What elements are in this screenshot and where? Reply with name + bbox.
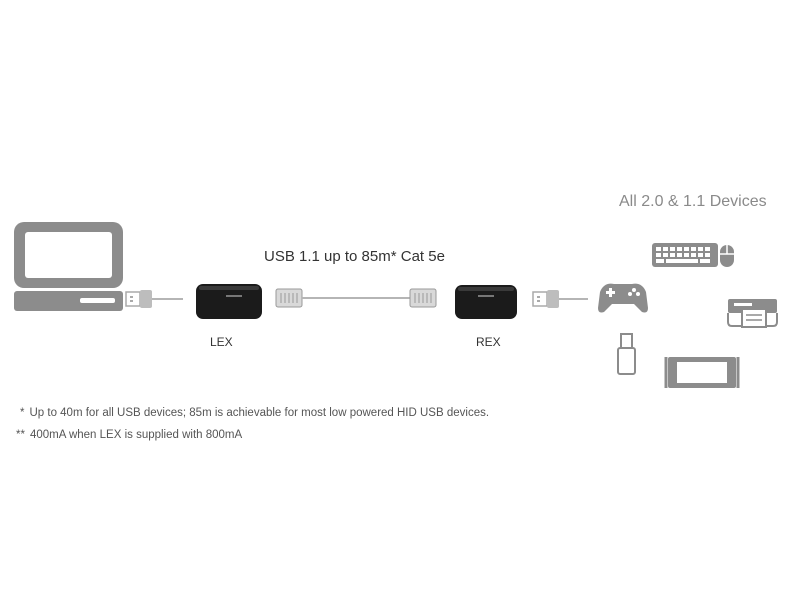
rex-device-icon (455, 285, 517, 319)
footnote-2: ** 400mA when LEX is supplied with 800mA (16, 429, 242, 441)
gamepad-icon (598, 283, 648, 313)
rex-label: REX (476, 335, 501, 349)
usb-flash-drive-icon (617, 333, 636, 375)
cat5e-link-label: USB 1.1 up to 85m* Cat 5e (264, 248, 445, 265)
mouse-icon (720, 245, 734, 267)
footnote-2-mark: ** (16, 429, 25, 441)
footnote-1-text: Up to 40m for all USB devices; 85m is ac… (29, 407, 490, 419)
footnote-1: * Up to 40m for all USB devices; 85m is a… (20, 407, 489, 419)
display-icon (664, 357, 740, 388)
rj45-plug-right-icon (409, 288, 437, 308)
footnote-1-mark: * (20, 407, 25, 419)
keyboard-icon (652, 243, 718, 267)
rj45-plug-left-icon (275, 288, 303, 308)
lex-device-icon (196, 284, 262, 319)
printer-icon (727, 299, 778, 328)
footnote-2-text: 400mA when LEX is supplied with 800mA (29, 429, 243, 441)
usb-plug-icon (532, 290, 559, 308)
computer-icon (14, 222, 123, 311)
lex-label: LEX (210, 335, 233, 349)
devices-title: All 2.0 & 1.1 Devices (619, 193, 767, 210)
usb-plug-icon (125, 290, 152, 308)
